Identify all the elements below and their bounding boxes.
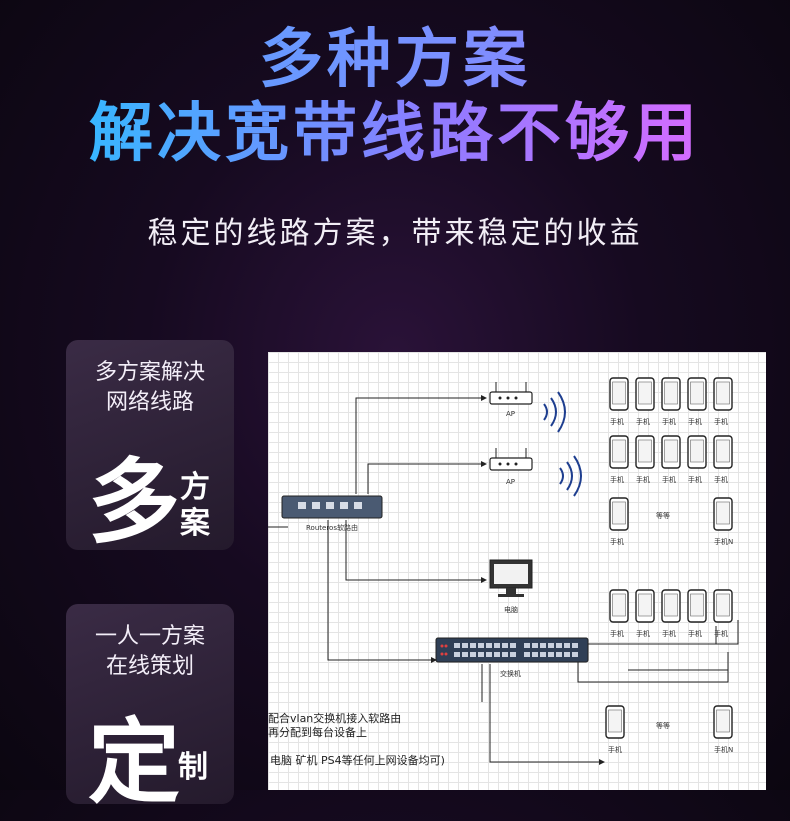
- card-small-char: 案: [180, 506, 210, 541]
- etc-label: 等等: [656, 721, 670, 730]
- phone-n-label: 手机N: [714, 745, 733, 754]
- card-line: 一人一方案: [94, 624, 205, 649]
- switch-label: 交换机: [500, 669, 521, 678]
- ap-label: AP: [506, 410, 515, 418]
- card-small-chars: 制: [178, 750, 208, 786]
- switch-device: 交换机: [435, 637, 589, 678]
- card-big-char: 定: [88, 709, 181, 816]
- connection-lines: [268, 395, 739, 765]
- feature-card-multi-plan: 多方案解决 网络线路 多 方 案: [66, 340, 234, 556]
- ap-device-1: AP: [489, 382, 566, 433]
- phone-label: 手机: [610, 629, 624, 638]
- card-description: 多方案解决 网络线路: [66, 358, 234, 418]
- diagram-note-3: 电脑 矿机 PS4等任何上网设备均可): [270, 754, 445, 767]
- card-small-char: 制: [178, 750, 208, 785]
- phone-label: 手机: [662, 417, 676, 426]
- router-label: Routeros软路由: [306, 523, 358, 532]
- pc-label: 电脑: [504, 605, 518, 614]
- phone-label: 手机: [688, 629, 702, 638]
- phone-label: 手机: [610, 417, 624, 426]
- ap-device-2: AP: [489, 448, 582, 497]
- etc-label: 等等: [656, 511, 670, 520]
- phone-label: 手机: [610, 537, 624, 546]
- diagram-note-1: 配合vlan交换机接入软路由: [268, 712, 402, 725]
- card-line: 网络线路: [105, 390, 194, 415]
- phone-label: 手机: [688, 417, 702, 426]
- phone-row-3: 手机 等等 手机N: [609, 497, 733, 546]
- card-small-chars: 方 案: [180, 470, 210, 542]
- phone-row-2: 手机 手机 手机 手机 手机: [609, 435, 733, 484]
- phone-label: 手机: [610, 475, 624, 484]
- feature-card-custom: 一人一方案 在线策划 定 制: [66, 604, 234, 816]
- diagram-note-2: 再分配到每台设备上: [268, 726, 367, 739]
- subtitle: 稳定的线路方案，带来稳定的收益: [147, 216, 643, 251]
- phone-row-5: 手机 等等 手机N: [605, 705, 733, 754]
- phone-n-label: 手机N: [714, 537, 733, 546]
- phone-label: 手机: [714, 629, 728, 638]
- card-line: 多方案解决: [94, 360, 205, 385]
- phone-row-4: 手机 手机 手机 手机 手机: [609, 589, 733, 638]
- card-description: 一人一方案 在线策划: [66, 622, 234, 682]
- phone-label: 手机: [636, 417, 650, 426]
- router-device: Routeros软路由: [281, 495, 383, 532]
- card-big-char: 多: [88, 449, 181, 556]
- phone-row-1: 手机 手机 手机 手机 手机: [609, 377, 733, 426]
- network-diagram-canvas: AP AP Routeros软路由 电脑: [268, 377, 739, 765]
- pc-device: 电脑: [489, 559, 533, 614]
- phone-label: 手机: [636, 475, 650, 484]
- phone-label: 手机: [636, 629, 650, 638]
- headline-line1: 多种方案: [0, 8, 790, 100]
- card-line: 在线策划: [105, 654, 194, 679]
- phone-label: 手机: [662, 629, 676, 638]
- headline-line2: 解决宽带线路不够用: [0, 82, 790, 174]
- phone-label: 手机: [608, 745, 622, 754]
- phone-label: 手机: [662, 475, 676, 484]
- network-diagram: AP AP Routeros软路由 电脑: [268, 352, 766, 790]
- phone-label: 手机: [714, 475, 728, 484]
- phone-label: 手机: [688, 475, 702, 484]
- ap-label: AP: [506, 478, 515, 486]
- phone-label: 手机: [714, 417, 728, 426]
- card-small-char: 方: [180, 470, 210, 505]
